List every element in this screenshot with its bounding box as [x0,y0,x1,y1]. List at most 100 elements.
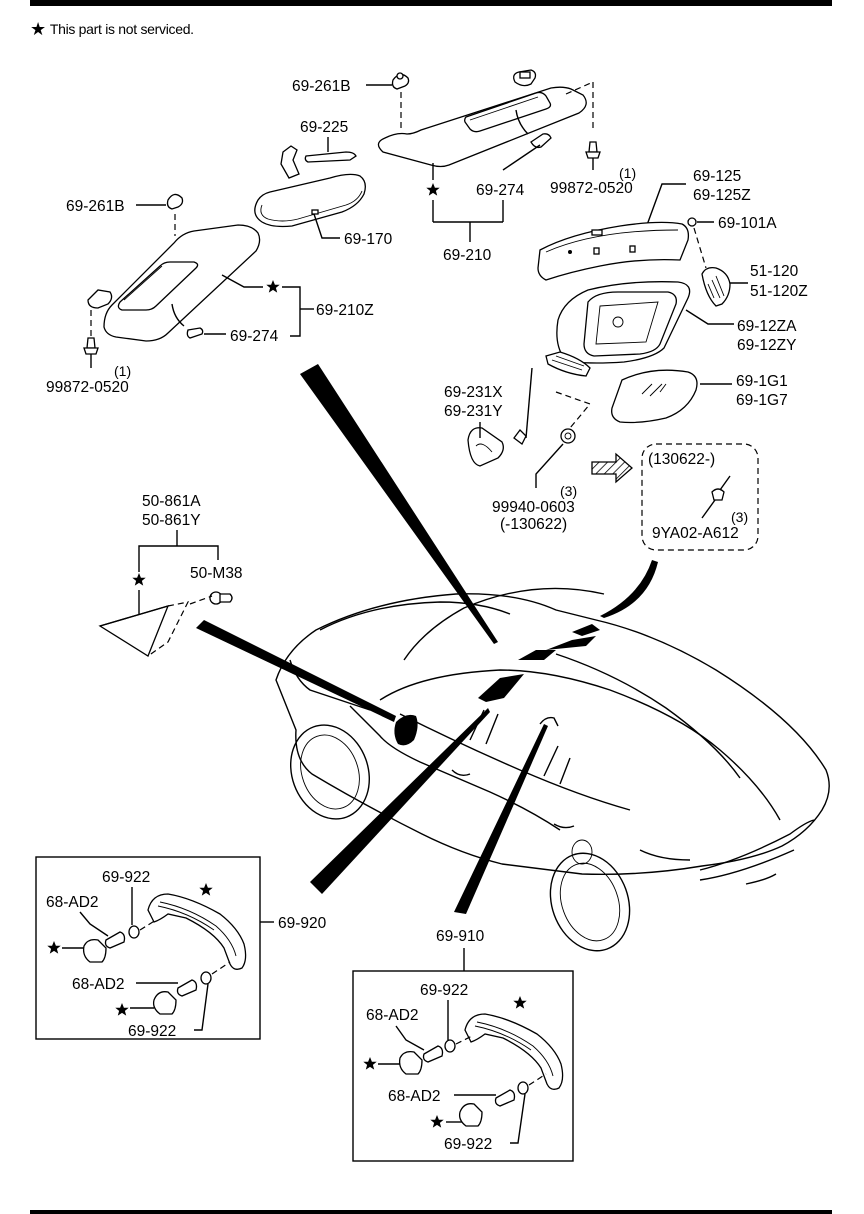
label-alt-range: (130622-) [648,451,715,468]
holder-clip-icon [530,133,552,149]
label-rear-view-mirror: 69-170 [344,231,393,248]
visor-clip-icon [391,72,410,90]
pointer-wedge-mirror [600,560,658,618]
front-grip-frame [35,856,261,1040]
star-icon [115,1003,129,1016]
assist-grip-icon [147,893,247,970]
mirror-cap-icon [537,221,690,281]
grip-clip-icon [104,931,126,949]
leader-line [313,213,340,239]
door-mirror-group: 69-125 69-125Z 69-101A 51-120 51-120Z [444,168,808,551]
label-mirror-harness-2: 69-231Y [444,403,503,420]
label-front-clip-top: 68-AD2 [46,894,99,911]
label-visor-clip-upper: 69-261B [292,78,351,95]
grip-cap-icon [517,1081,529,1095]
quarter-trim-group: 50-861A 50-861Y 50-M38 [98,493,243,657]
grip-cover-icon [82,938,107,963]
turn-lamp-icon [701,266,731,307]
alternate-part-box [641,443,759,551]
grip-cover-icon [458,1103,483,1127]
dashed-guide [139,919,157,931]
bottom-border-rule [30,1210,832,1214]
leader-line [79,911,109,937]
mirror-cover-icon [304,151,357,163]
label-rear-clip-top: 68-AD2 [366,1007,419,1024]
dashed-guide [693,227,707,269]
label-mirror-body-2: 69-12ZY [737,337,796,354]
label-rear-clip-bottom: 68-AD2 [388,1088,441,1105]
rear-grip-box: 69-910 69-922 68-AD2 68-AD2 69-922 [352,928,574,1162]
leader-line [395,1025,425,1051]
label-turn-lamp-2: 51-120Z [750,283,808,300]
rear-view-mirror-icon [254,145,366,228]
label-front-clip-bottom: 68-AD2 [72,976,125,993]
dashed-guide [555,391,592,429]
grip-clip-icon [494,1089,516,1107]
grip-cap-icon [200,971,212,985]
holder-clip-icon [186,327,204,339]
label-mirror-cap-2: 69-125Z [693,187,751,204]
pointer-wedges [196,364,658,914]
screw-icon [585,141,601,170]
top-border-rule [30,0,832,6]
label-visor-lh-holder: 69-274 [230,328,279,345]
star-icon [266,280,280,293]
visor-bracket-icon [513,69,537,87]
quarter-trim-icon [98,595,213,657]
rear-view-mirror-group: 69-225 69-170 [254,119,393,248]
label-alt-bolt-qty: (3) [731,509,748,525]
label-screw-upper: 99872-0520 [550,180,633,197]
label-screw-lower: 99872-0520 [46,379,129,396]
star-icon [132,573,146,586]
grip-cap-icon [128,925,140,939]
label-quarter-trim-1: 50-861A [142,493,201,510]
visor-bracket-icon [87,289,113,309]
sun-visor-rh-icon [377,86,587,168]
star-icon: ★ [30,19,46,39]
bulb-icon [687,217,697,227]
leader-line [282,286,301,337]
label-turn-lamp-1: 51-120 [750,263,799,280]
leader-line [510,1093,526,1144]
legend-text: This part is not serviced. [49,21,194,37]
label-mirror-nut-range: (-130622) [500,516,567,533]
label-mirror-nut: 99940-0603 [492,499,575,516]
star-icon [430,1115,444,1128]
label-mirror-body-1: 69-12ZA [737,318,797,335]
label-rear-cap-bottom: 69-922 [444,1136,492,1153]
label-screw-upper-qty: (1) [619,165,636,181]
label-mirror-nut-qty: (3) [560,483,577,499]
screw-icon [83,337,99,368]
grip-cap-icon [444,1039,456,1053]
mirror-body-icon [545,281,691,377]
label-visor-rh-assembly: 69-210 [443,247,492,264]
star-icon [363,1057,377,1070]
rear-grip-frame [352,970,574,1162]
mirror-nut-icon [560,428,576,444]
star-icon [513,996,527,1009]
dashed-guide [528,1073,547,1086]
label-mirror-glass-1: 69-1G1 [736,373,788,390]
label-screw-lower-qty: (1) [114,363,131,379]
pointer-wedge-visor [300,364,498,644]
grip-cover-icon [398,1050,423,1075]
label-visor-lh-assembly: 69-210Z [316,302,374,319]
pointer-wedge-rear-grip [454,724,548,914]
leader-line [138,545,219,572]
leader-line [701,499,716,519]
quarter-clip-icon [209,591,233,605]
star-icon [47,941,61,954]
label-quarter-trim-2: 50-861Y [142,512,201,529]
arrow-right-icon [591,452,633,484]
bolt-icon [711,475,731,501]
label-front-cap-bottom: 69-922 [128,1023,176,1040]
label-mirror-glass-2: 69-1G7 [736,392,788,409]
sun-visor-rh-group: 69-261B (1) 99872-0520 [292,69,636,264]
leader-line [221,274,263,288]
front-grip-box: 69-920 69-922 68-AD2 68-AD2 69-922 [35,856,327,1040]
pointer-wedge-quarter [196,620,396,722]
star-icon [199,883,213,896]
grip-clip-icon [422,1045,444,1063]
label-rear-cap-top: 69-922 [420,982,468,999]
grip-cover-icon [152,991,177,1015]
